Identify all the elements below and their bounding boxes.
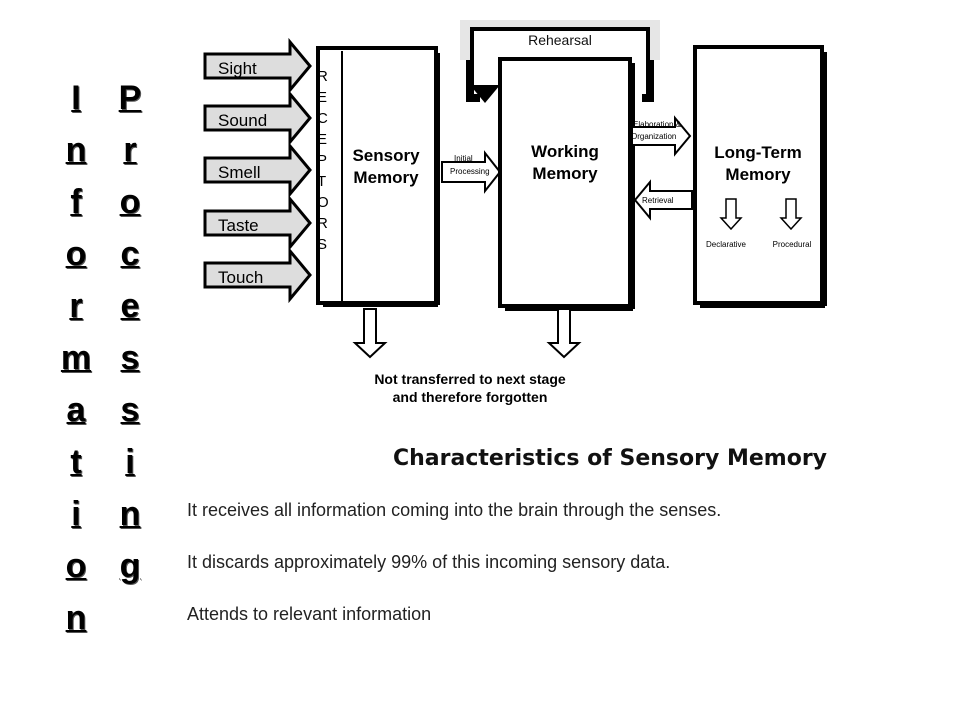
sense-arrow-smell: Smell <box>203 141 312 199</box>
title-letter: f <box>70 183 82 221</box>
receptor-letter: R <box>317 215 328 232</box>
elaboration-label: Elaboration & <box>633 120 682 129</box>
characteristics-list: It receives all information coming into … <box>187 497 827 653</box>
receptor-letter: C <box>317 110 328 127</box>
initial-processing-label: Initial <box>454 154 473 163</box>
long-term-memory-label: Long-Term <box>714 143 802 162</box>
retrieval-arrow: Retrieval <box>633 179 693 221</box>
title-letter: s <box>120 339 140 377</box>
title-letter: o <box>65 547 87 585</box>
title-letter: s <box>120 391 140 429</box>
title-letter: c <box>120 235 140 273</box>
working-memory-box: Working Memory <box>498 57 635 311</box>
working-memory-label: Memory <box>532 164 598 183</box>
procedural-down-arrow-icon <box>779 198 803 231</box>
working-forgotten-arrow-icon <box>546 308 582 359</box>
title-letter: i <box>71 495 81 533</box>
sense-arrows: Sight Sound Smell Taste Touch <box>203 37 312 304</box>
memory-model-diagram: Rehearsal Sight Sound Smell Taste Touch … <box>203 20 827 405</box>
receptor-letter: E <box>317 89 327 106</box>
working-memory-label: Working <box>531 142 599 161</box>
sensory-memory-label: Memory <box>353 168 419 187</box>
title-letter: r <box>69 287 83 325</box>
receptor-letter: R <box>317 68 328 85</box>
title-letter: n <box>65 131 87 169</box>
receptor-letter: E <box>317 131 327 148</box>
procedural-label: Procedural <box>773 240 812 249</box>
title-letter: m <box>60 339 92 377</box>
title-letter: n <box>119 495 141 533</box>
long-term-memory-box: Long-Term Memory Declarative Procedural <box>693 45 827 308</box>
sense-label: Smell <box>218 163 261 182</box>
receptor-letter: S <box>317 236 327 253</box>
initial-processing-arrow: Initial Processing <box>441 150 502 194</box>
sense-arrow-taste: Taste <box>203 194 312 252</box>
receptor-letter: O <box>317 194 329 211</box>
characteristic-item: It receives all information coming into … <box>187 500 722 520</box>
vertical-title-information: I n f o r m a t i o n <box>60 72 92 644</box>
sense-label: Touch <box>218 268 263 287</box>
title-letter: i <box>125 443 135 481</box>
sense-arrow-sight: Sight <box>203 37 312 95</box>
forgotten-label: and therefore forgotten <box>393 389 548 405</box>
receptor-letter: P <box>317 152 327 169</box>
initial-processing-label: Processing <box>450 167 490 176</box>
title-letter: r <box>123 131 137 169</box>
sense-arrow-sound: Sound <box>203 89 312 147</box>
sense-label: Sound <box>218 111 267 130</box>
title-letter: n <box>65 599 87 637</box>
characteristic-item: Attends to relevant information <box>187 604 432 624</box>
sense-arrow-touch: Touch <box>203 246 312 304</box>
retrieval-label: Retrieval <box>642 196 674 205</box>
sensory-memory-box: R E C E P T O R S Sensory Memory <box>316 46 440 307</box>
sensory-memory-label: Sensory <box>352 146 420 165</box>
declarative-label: Declarative <box>706 240 747 249</box>
elaboration-arrow: Elaboration & Organization <box>631 115 692 157</box>
title-letter: I <box>71 79 81 117</box>
title-letter: o <box>119 183 141 221</box>
forgotten-arrows: Not transferred to next stage and theref… <box>352 308 582 405</box>
sensory-forgotten-arrow-icon <box>352 308 388 359</box>
forgotten-label: Not transferred to next stage <box>374 371 566 387</box>
sense-label: Sight <box>218 59 257 78</box>
rehearsal-loop: Rehearsal <box>460 20 660 103</box>
vertical-title-processing: P r o c e s s i n g <box>114 72 146 592</box>
declarative-down-arrow-icon <box>719 198 743 231</box>
title-letter: o <box>65 235 87 273</box>
long-term-memory-label: Memory <box>725 165 791 184</box>
title-letter: e <box>120 287 140 325</box>
section-title: Characteristics of Sensory Memory <box>392 446 828 471</box>
sense-label: Taste <box>218 216 259 235</box>
rehearsal-label: Rehearsal <box>528 32 592 48</box>
title-letter: a <box>66 391 86 429</box>
title-letter: t <box>70 443 82 481</box>
title-letter: g <box>119 547 141 585</box>
title-letter: P <box>118 79 142 117</box>
elaboration-label: Organization <box>631 132 676 141</box>
receptor-letter: T <box>317 173 326 190</box>
characteristic-item: It discards approximately 99% of this in… <box>187 552 671 572</box>
